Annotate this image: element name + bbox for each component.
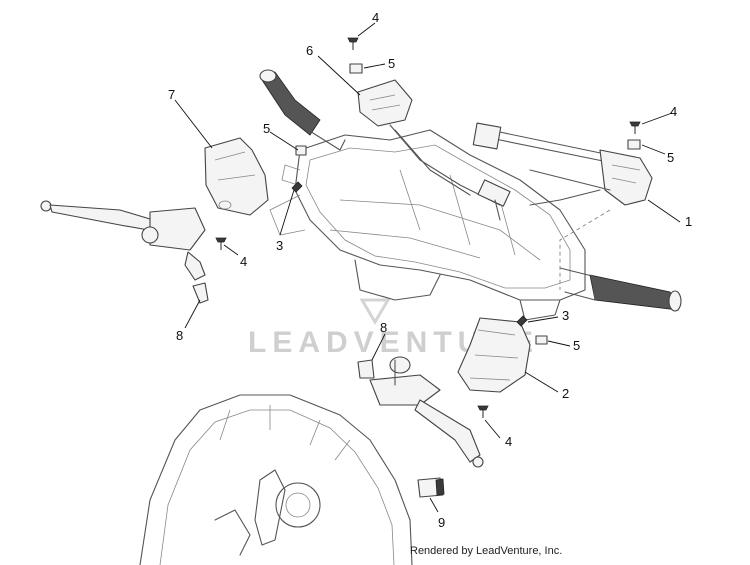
callout-6: 6 [306,43,313,58]
callout-4-right: 4 [670,104,677,119]
callout-9: 9 [438,515,445,530]
callout-8-right: 8 [380,320,387,335]
callout-3-left: 3 [276,238,283,253]
callout-5-top: 5 [388,56,395,71]
connector-part [417,477,445,498]
right-grip [559,267,682,312]
callout-3-right: 3 [562,308,569,323]
callout-5-right: 5 [667,150,674,165]
callout-4-left: 4 [240,254,247,269]
leader-lines [174,22,681,513]
right-switch-assembly [472,122,653,290]
handlebar-frame [269,129,586,321]
callout-4-bottom: 4 [505,434,512,449]
left-cover [204,137,269,216]
callout-5-left: 5 [263,121,270,136]
right-cover [457,317,531,393]
callout-2: 2 [562,386,569,401]
footer-credit: Rendered by LeadVenture, Inc. [410,545,563,557]
left-lever-assembly [40,200,206,281]
left-grip [259,69,346,151]
callout-labels: 1 2 3 3 4 4 4 4 5 5 5 5 6 7 8 8 9 [168,10,692,530]
callout-5-bottom: 5 [573,338,580,353]
left-brake-switch [192,282,209,304]
right-lever-assembly [357,356,484,468]
callout-4-top: 4 [372,10,379,25]
left-switch-assembly [357,79,511,221]
callout-8-left: 8 [176,328,183,343]
headlight-shell [139,394,413,565]
clip-parts [295,63,641,345]
callout-7: 7 [168,87,175,102]
screw-parts [215,37,641,418]
callout-1: 1 [685,214,692,229]
